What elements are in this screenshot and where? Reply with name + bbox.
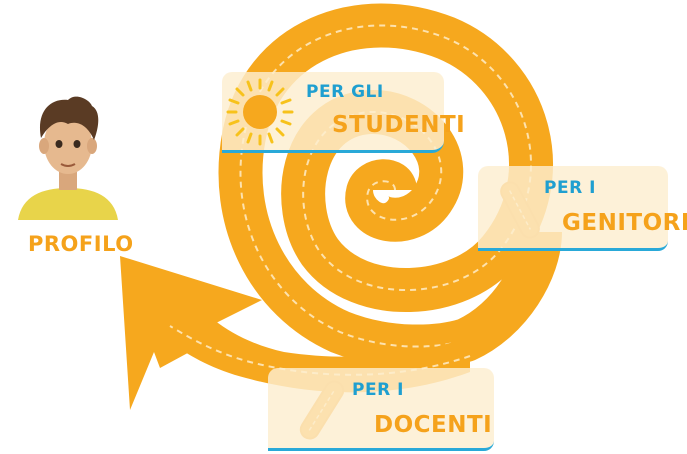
card-studenti[interactable]: PER GLI STUDENTI (222, 72, 465, 153)
avatar-hair (39, 96, 99, 140)
avatar-shirt (18, 188, 118, 220)
avatar-eye-right (73, 140, 81, 148)
avatar-ear-left (39, 138, 49, 154)
card-docenti[interactable]: PER I DOCENTI (268, 368, 494, 451)
avatar-ear-right (87, 138, 97, 154)
studenti-line2: STUDENTI (332, 112, 466, 138)
avatar-neck (59, 172, 77, 190)
docenti-line2: DOCENTI (374, 412, 493, 438)
avatar-face (44, 114, 92, 174)
sun-icon (226, 78, 294, 146)
docenti-line1: PER I (352, 380, 404, 400)
avatar-mouth (60, 163, 76, 167)
card-genitori[interactable]: PER I GENITORI (478, 166, 687, 251)
profile-label[interactable]: PROFILO (28, 232, 134, 256)
genitori-line2: GENITORI (562, 210, 687, 236)
genitori-line1: PER I (544, 178, 596, 198)
avatar (18, 96, 118, 220)
avatar-eye-left (55, 140, 63, 148)
studenti-line1: PER GLI (306, 82, 384, 102)
arrow-head (120, 256, 262, 410)
